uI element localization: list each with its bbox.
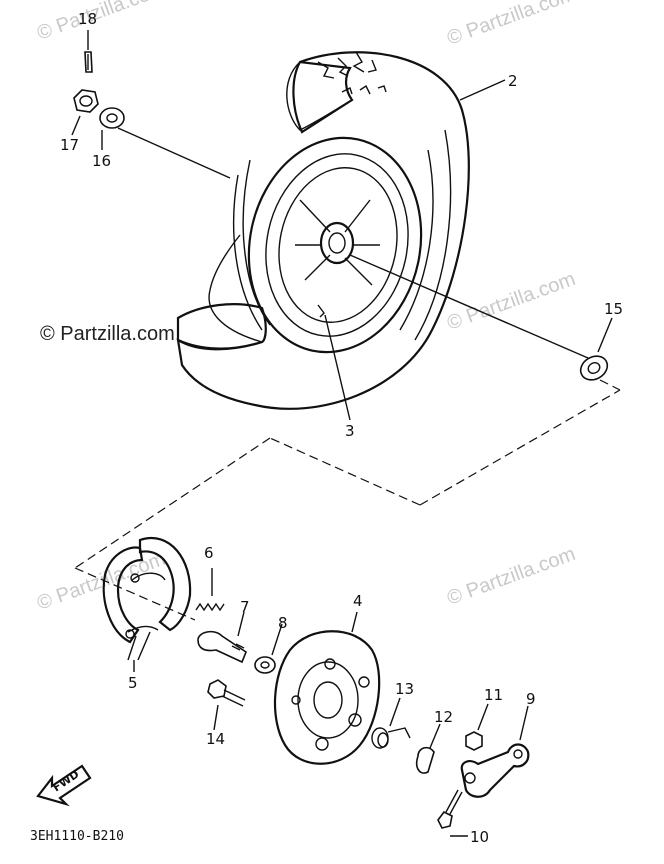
spring-6	[195, 568, 225, 612]
callout-15: 15	[604, 300, 623, 318]
callout-5: 5	[128, 674, 138, 692]
axle-line-upper	[117, 127, 231, 179]
cotter-pin-18	[84, 30, 93, 73]
return-spring-13	[371, 697, 411, 749]
rear-wheel-assembly	[176, 51, 470, 410]
assembly-outline-upper	[74, 389, 621, 569]
watermark: © Partzilla.com	[34, 548, 168, 615]
watermark: © Partzilla.com	[444, 543, 578, 610]
tire-tread	[317, 51, 387, 95]
watermark-dark: © Partzilla.com	[40, 323, 175, 345]
tire-section-top	[292, 60, 354, 134]
callout-16: 16	[92, 152, 111, 170]
watermark: © Partzilla.com	[444, 0, 578, 50]
callout-8: 8	[278, 614, 288, 632]
camshaft-7	[197, 611, 247, 664]
wheel-rim	[247, 136, 423, 354]
callout-7: 7	[240, 598, 250, 616]
diagram-code: 3EH1110-B210	[30, 829, 124, 844]
callout-3: 3	[345, 422, 355, 440]
bolt-14	[207, 679, 246, 731]
tire-outline	[176, 51, 470, 410]
callout-2: 2	[508, 72, 518, 90]
assembly-outline-lower	[74, 379, 621, 621]
camshaft-lever-9	[460, 705, 530, 798]
callout-9: 9	[526, 690, 536, 708]
castle-nut-17	[73, 89, 99, 113]
wheel-hub	[295, 199, 380, 286]
callout-17: 17	[60, 136, 79, 154]
indicator-12	[415, 723, 441, 774]
bolt-10	[437, 789, 468, 837]
callout-14: 14	[206, 730, 225, 748]
callout-11: 11	[484, 686, 503, 704]
nut-11	[465, 703, 489, 751]
fwd-label: FWD	[50, 768, 81, 795]
collar-15	[579, 355, 609, 381]
callout-13: 13	[395, 680, 414, 698]
callout-6: 6	[204, 544, 214, 562]
brake-plate-4	[273, 611, 381, 765]
forward-arrow-icon: FWD	[36, 764, 92, 807]
axle-line-lower	[349, 254, 589, 359]
callout-10: 10	[470, 828, 489, 846]
callout-18: 18	[78, 10, 97, 28]
washer-8	[254, 623, 283, 674]
brake-shoes-5	[102, 537, 192, 661]
callout-12: 12	[434, 708, 453, 726]
watermark-layer: © Partzilla.com © Partzilla.com © Partzi…	[34, 0, 578, 615]
leader-lines	[71, 79, 613, 672]
callout-4: 4	[353, 592, 363, 610]
washer-16	[99, 107, 125, 129]
tire-section-bottom	[176, 303, 267, 351]
valve-stem	[317, 304, 325, 318]
watermark: © Partzilla.com	[34, 0, 168, 45]
callout-labels: 2 3 4 5 6 7 8 9 10 11 12 13 14 15 16 17 …	[60, 10, 623, 846]
